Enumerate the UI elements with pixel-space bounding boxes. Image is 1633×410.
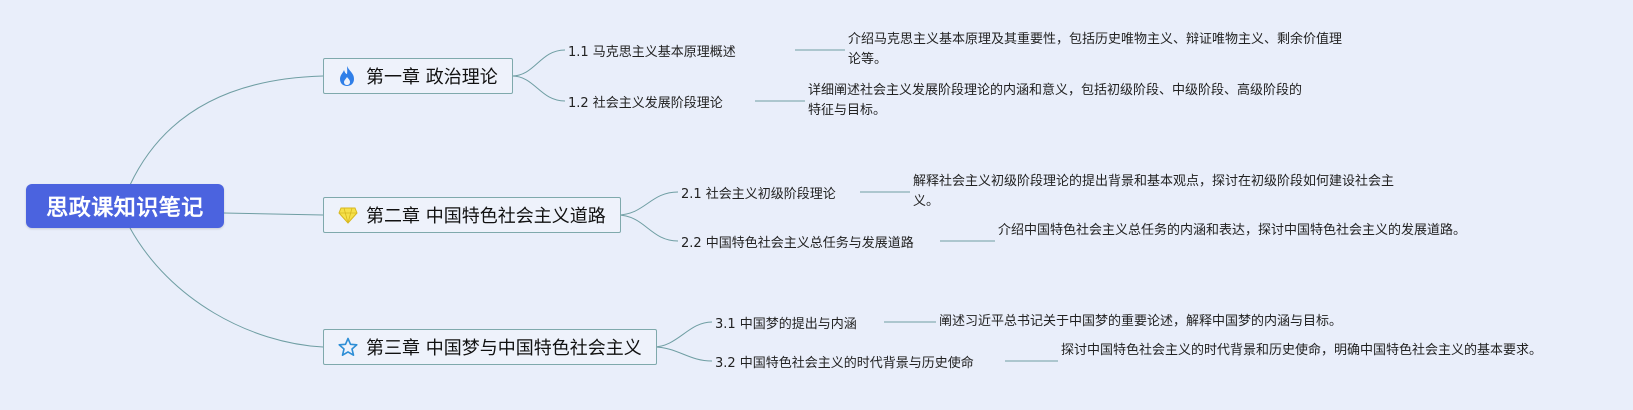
chapter-2-title: 第二章 中国特色社会主义道路 xyxy=(366,206,606,227)
connector-ch3-s2 xyxy=(652,346,713,362)
section-1-1-desc: 介绍马克思主义基本原理及其重要性，包括历史唯物主义、辩证唯物主义、剩余价值理论等… xyxy=(848,32,1343,67)
flame-icon xyxy=(338,65,358,87)
star-icon xyxy=(338,336,358,358)
root-title: 思政课知识笔记 xyxy=(46,196,204,221)
chapter-3-title: 第三章 中国梦与中国特色社会主义 xyxy=(366,338,642,359)
section-2-1[interactable]: 2.1 社会主义初级阶段理论 xyxy=(681,187,836,202)
section-3-2-desc: 探讨中国特色社会主义的时代背景和历史使命，明确中国特色社会主义的基本要求。 xyxy=(1061,343,1543,358)
connector-root-ch3 xyxy=(129,227,324,348)
chapter-1-node[interactable]: 第一章 政治理论 xyxy=(323,58,513,94)
section-1-1[interactable]: 1.1 马克思主义基本原理概述 xyxy=(568,45,736,60)
connector-ch2-s1 xyxy=(616,191,679,216)
connector-ch3-s1 xyxy=(652,321,713,348)
chapter-1-title: 第一章 政治理论 xyxy=(366,67,498,88)
chapter-2-node[interactable]: 第二章 中国特色社会主义道路 xyxy=(323,197,621,233)
connector-root-ch1 xyxy=(129,75,324,186)
connector-ch1-s2 xyxy=(511,75,566,102)
section-3-1[interactable]: 3.1 中国梦的提出与内涵 xyxy=(715,317,857,332)
gem-icon xyxy=(338,204,358,226)
chapter-3-node[interactable]: 第三章 中国梦与中国特色社会主义 xyxy=(323,329,657,365)
section-2-2[interactable]: 2.2 中国特色社会主义总任务与发展道路 xyxy=(681,236,914,251)
connector-ch1-s1 xyxy=(511,49,566,77)
section-1-2[interactable]: 1.2 社会主义发展阶段理论 xyxy=(568,96,723,111)
section-3-2[interactable]: 3.2 中国特色社会主义的时代背景与历史使命 xyxy=(715,356,974,371)
section-2-2-desc: 介绍中国特色社会主义总任务的内涵和表达，探讨中国特色社会主义的发展道路。 xyxy=(998,223,1467,238)
section-1-2-desc: 详细阐述社会主义发展阶段理论的内涵和意义，包括初级阶段、中级阶段、高级阶段的特征… xyxy=(808,83,1303,118)
connector-root-ch2 xyxy=(223,212,324,216)
root-node[interactable]: 思政课知识笔记 xyxy=(26,184,224,228)
section-2-1-desc: 解释社会主义初级阶段理论的提出背景和基本观点，探讨在初级阶段如何建设社会主义。 xyxy=(913,174,1395,209)
connector-ch2-s2 xyxy=(616,214,679,242)
section-3-1-desc: 阐述习近平总书记关于中国梦的重要论述，解释中国梦的内涵与目标。 xyxy=(939,314,1343,329)
